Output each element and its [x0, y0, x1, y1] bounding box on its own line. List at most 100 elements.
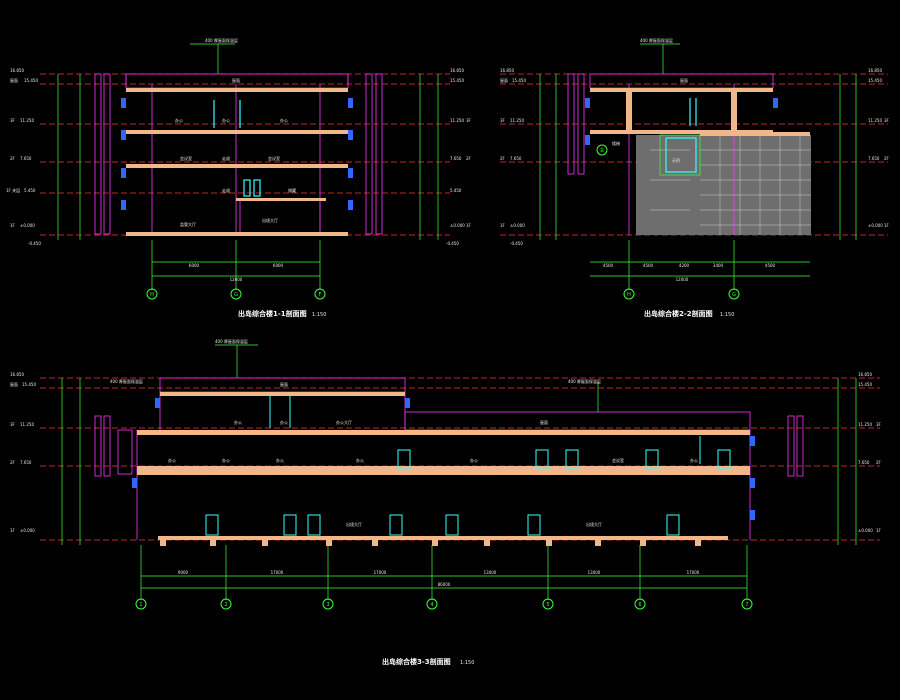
level-label: 7.650 [868, 156, 880, 161]
section-1-1-scale: 1:150 [312, 312, 326, 318]
level-lines [40, 73, 450, 236]
room-label: 办公 [356, 457, 364, 463]
axis-g-label: G [234, 292, 238, 298]
dim-5: 4500 [765, 263, 776, 268]
level-label: ±0.000 [868, 223, 883, 228]
room-label: 办公 [222, 457, 230, 463]
axis-g-label: G [732, 292, 736, 298]
room-label: 储藏 [288, 187, 296, 193]
dim-1: 9000 [178, 570, 189, 575]
section-3-3: 1 2 3 4 5 6 7 9000 17000 17000 13000 130… [10, 338, 882, 666]
walls [94, 73, 383, 235]
level-label: 16.850 [858, 372, 872, 377]
dim-chains [539, 43, 857, 290]
room-label: 屋面 [540, 419, 548, 425]
level-label: 16.850 [10, 68, 24, 73]
floor-slabs [137, 392, 750, 540]
room-label: 会议室 [612, 457, 624, 463]
level-label: 15.450 [450, 78, 464, 83]
dim-6: 17000 [687, 570, 700, 575]
level-label: ±0.000 [450, 223, 465, 228]
level-label: 15.450 [22, 382, 36, 387]
roof-note: 400 厚屋面保温层 [205, 37, 238, 43]
right-level-labels: 16.850 15.450 11.250 3F 7.650 2F ±0.000 … [868, 68, 890, 228]
level-label: 11.250 [868, 118, 882, 123]
axis-h-label: H [150, 292, 154, 298]
right-level-labels: 16.850 15.450 11.250 3F 7.650 2F ±0.000 … [858, 372, 882, 533]
room-label: 办公 [470, 457, 478, 463]
left-level-labels: 16.850 屋面 15.450 3F 11.250 2F 7.650 1F 夹… [6, 68, 41, 246]
level-label: ±0.000 [858, 528, 873, 533]
level-label: 屋面 [500, 77, 508, 83]
level-label: 1F [10, 528, 16, 533]
level-label: 11.250 [450, 118, 464, 123]
level-label: 屋面 [10, 77, 18, 83]
doors [205, 396, 731, 536]
level-label: 7.650 [20, 156, 32, 161]
level-label: 16.850 [10, 372, 24, 377]
room-label: 办公大厅 [336, 419, 352, 425]
left-level-labels: 16.850 屋面 15.450 3F 11.250 2F 7.650 1F ±… [500, 68, 526, 246]
room-label: 走道 [222, 155, 230, 161]
dim-total: 12000 [676, 277, 689, 282]
level-label: 2F [876, 460, 882, 465]
level-label: 1F [876, 528, 882, 533]
window-marks [132, 398, 755, 520]
roof-note: 400 厚屋面保温层 [110, 378, 143, 384]
section-2-2-scale: 1:150 [720, 312, 734, 318]
dim-2: 4500 [643, 263, 654, 268]
glazing [665, 98, 697, 173]
dim-chains [57, 43, 439, 290]
axis-label: 5 [546, 602, 549, 608]
dim-1: 6000 [189, 263, 200, 268]
level-label: 1F 夹层 [6, 187, 20, 193]
right-level-labels: 16.850 15.450 11.250 3F 7.650 2F 5.450 ±… [446, 68, 472, 246]
room-label: 屋面 [232, 77, 240, 83]
level-label: 2F [884, 156, 890, 161]
axis-f-label: F [319, 292, 322, 298]
roof-note: 400 厚屋面保温层 [568, 378, 601, 384]
room-label: 屋面 [680, 77, 688, 83]
section-2-2-title: 出岛综合楼2-2剖面图 [644, 309, 713, 318]
axis-h-label: H [627, 292, 631, 298]
floor-slabs [590, 88, 810, 136]
axis-label: 3 [326, 602, 329, 608]
room-label: 办公 [276, 457, 284, 463]
pile-caps [160, 536, 701, 546]
level-label: 5.450 [24, 188, 36, 193]
level-label: 2F [500, 156, 506, 161]
axis-bubbles [135, 598, 753, 610]
level-label: 15.450 [512, 78, 526, 83]
callout-bubble: ① [599, 147, 604, 154]
level-label: 7.650 [450, 156, 462, 161]
level-label: 3F [500, 118, 506, 123]
dim-3: 17000 [374, 570, 387, 575]
room-label: 办公 [222, 117, 230, 123]
dim-3: 4200 [679, 263, 690, 268]
room-label: 出境大厅 [586, 521, 602, 527]
room-label: 监管大厅 [180, 221, 196, 227]
dim-total: 12000 [230, 277, 243, 282]
level-label: 11.250 [20, 422, 34, 427]
glazing [213, 100, 261, 197]
dim-total: 86000 [438, 582, 451, 587]
section-1-1-title: 出岛综合楼1-1剖面图 [238, 309, 307, 318]
room-label: 屋面 [280, 381, 288, 387]
room-label: 走道 [222, 187, 230, 193]
section-1-1: H G F 6000 6000 12000 400 厚屋面保温层 屋面 办公 办… [6, 37, 472, 318]
level-label: 7.650 [510, 156, 522, 161]
axis-label: 7 [745, 602, 748, 608]
level-label: 1F [884, 223, 890, 228]
dim-1: 4500 [603, 263, 614, 268]
axis-label: 1 [139, 602, 142, 608]
level-label: 3F [10, 422, 16, 427]
axis-label: 4 [430, 602, 433, 608]
level-label: 1F [500, 223, 506, 228]
level-label: 5.450 [450, 188, 462, 193]
axis-bubbles [146, 288, 326, 300]
level-label: 11.250 [858, 422, 872, 427]
room-label: 楼梯 [612, 140, 620, 146]
axis-bubbles [596, 144, 740, 300]
room-label: 出境大厅 [346, 521, 362, 527]
